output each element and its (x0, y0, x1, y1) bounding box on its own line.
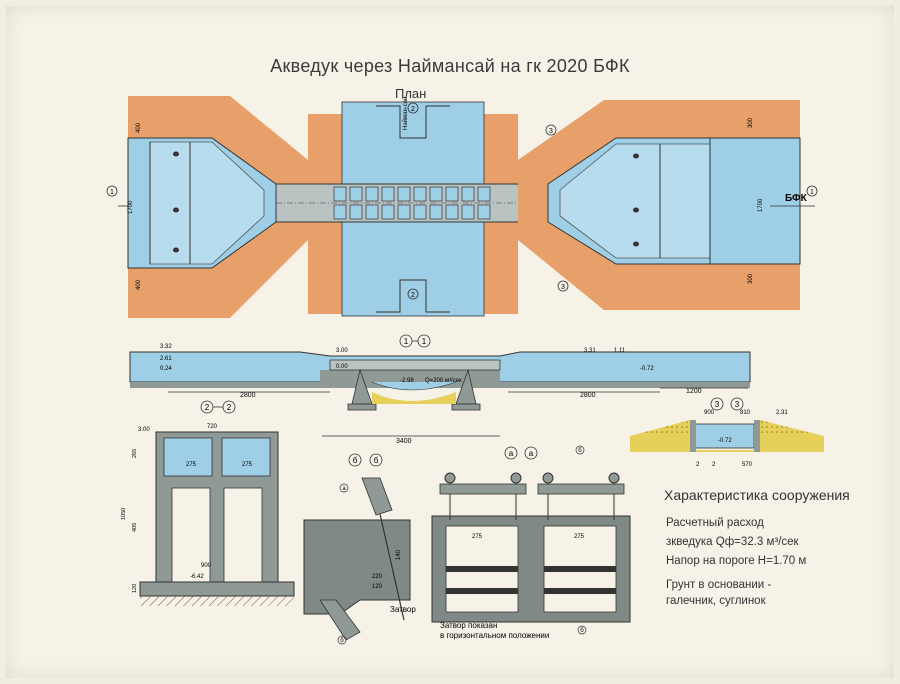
plan-mark-2-bottom: 2 (411, 292, 415, 299)
svg-text:б: б (353, 456, 358, 465)
svg-text:3.00: 3.00 (138, 427, 150, 433)
drawing-title: Акведук через Наймансай на гк 2020 БФК (270, 56, 630, 76)
svg-text:275: 275 (186, 462, 197, 468)
gate-label: Затвор (390, 605, 416, 614)
plan-mark-1-left (106, 185, 118, 197)
long-dim-right: 2800 (580, 392, 596, 399)
plan-canal-label: БФК (785, 193, 808, 204)
svg-text:2: 2 (712, 462, 716, 468)
svg-text:2: 2 (696, 462, 700, 468)
svg-text:б: б (578, 448, 582, 454)
svg-text:а: а (509, 449, 514, 458)
section-a-a: а а 275 275 б б Затвор показан в горизон… (431, 445, 631, 640)
gate-note-line1: Затвор показан (440, 621, 497, 630)
svg-text:220: 220 (372, 574, 383, 580)
svg-text:275: 275 (574, 534, 585, 540)
svg-text:-6.42: -6.42 (190, 574, 204, 580)
svg-text:900: 900 (704, 410, 715, 416)
plan-label: План (395, 86, 427, 101)
svg-text:б: б (580, 628, 584, 634)
svg-text:1: 1 (422, 337, 427, 346)
plan-mark-3-bottom: 3 (561, 284, 565, 291)
long-dim-tail: 1200 (686, 388, 702, 395)
long-level-right-bottom: -0.72 (640, 366, 654, 372)
section-2-2: 275 275 720 3.00 900 -6.42 265 405 1050 … (121, 400, 295, 606)
plan-mark-1-right: 1 (810, 189, 814, 196)
svg-text:275: 275 (472, 534, 483, 540)
plan-aqueduct-cells (333, 186, 491, 220)
svg-text:б: б (340, 638, 344, 644)
plan-dim-left-top: 400 (136, 122, 142, 133)
plan-dim-right-width: 1700 (758, 198, 764, 212)
plan-dim-right-top: 300 (748, 117, 754, 128)
plan-dim-left-width: 1700 (128, 200, 134, 214)
svg-text:3: 3 (715, 400, 720, 409)
svg-text:720: 720 (207, 424, 218, 430)
svg-text:2.31: 2.31 (776, 410, 788, 416)
plan-mark-3-top: 3 (549, 128, 553, 135)
svg-text:140: 140 (396, 549, 402, 560)
long-level-right-top: 3.31 (584, 348, 596, 354)
long-section: 1 1 -2.98 Q=200 м³/сек 3.32 2.61 0.24 3.… (129, 334, 751, 445)
svg-text:120: 120 (132, 584, 138, 593)
char-line-3: Напор на пороге Н=1.70 м (666, 555, 807, 567)
char-line-4: Грунт в основании - (666, 579, 772, 591)
long-level-left-top: 3.32 (160, 344, 172, 350)
svg-text:2: 2 (227, 403, 232, 412)
svg-text:570: 570 (742, 462, 753, 468)
svg-text:405: 405 (132, 523, 138, 532)
gate-note-line2: в горизонтальном положении (440, 631, 549, 640)
char-line-1: Расчетный расход (666, 517, 764, 529)
svg-text:a: a (342, 486, 346, 492)
long-level-left-water: 2.61 (160, 356, 172, 362)
long-level-center-bottom: 0.00 (336, 364, 348, 370)
section-3-3: 3 3 900 810 2.31 -0.72 570 2 2 (630, 397, 824, 468)
plan-stream-label: Найман-сай (402, 97, 409, 130)
long-level-under: -2.98 (400, 378, 414, 384)
long-dim-left: 2800 (240, 392, 256, 399)
svg-text:120: 120 (372, 584, 383, 590)
svg-text:-0.72: -0.72 (718, 438, 732, 444)
plan-dim-right-bottom: 300 (748, 273, 754, 284)
long-level-right-mid: 1.11 (614, 348, 626, 354)
svg-text:1050: 1050 (121, 508, 127, 520)
plan-view: 1 1700 400 400 Найман-сай 2 2 (106, 96, 818, 318)
svg-text:810: 810 (740, 410, 751, 416)
characteristics-heading: Характеристика сооружения (664, 487, 850, 503)
svg-text:а: а (529, 449, 534, 458)
long-level-left-bottom: 0.24 (160, 366, 172, 372)
char-line-2: зкведука Qф=32.3 м³/сек (666, 536, 799, 548)
svg-text:2: 2 (205, 403, 210, 412)
svg-text:3: 3 (735, 400, 740, 409)
plan-dim-left-bottom: 400 (136, 279, 142, 290)
char-line-5: галечник, суглинок (666, 595, 766, 607)
long-level-center-top: 3.00 (336, 348, 348, 354)
svg-text:1: 1 (404, 337, 409, 346)
svg-text:265: 265 (132, 449, 138, 458)
long-flow: Q=200 м³/сек (425, 378, 462, 384)
long-dim-center: 3400 (396, 438, 412, 445)
section-6-6: б б 220 120 140 Затвор a б (303, 453, 416, 645)
svg-text:б: б (374, 456, 379, 465)
plan-mark-2-top: 2 (411, 106, 415, 113)
svg-text:900: 900 (201, 563, 212, 569)
svg-text:275: 275 (242, 462, 253, 468)
plan-mark-1-left-text: 1 (110, 189, 114, 196)
